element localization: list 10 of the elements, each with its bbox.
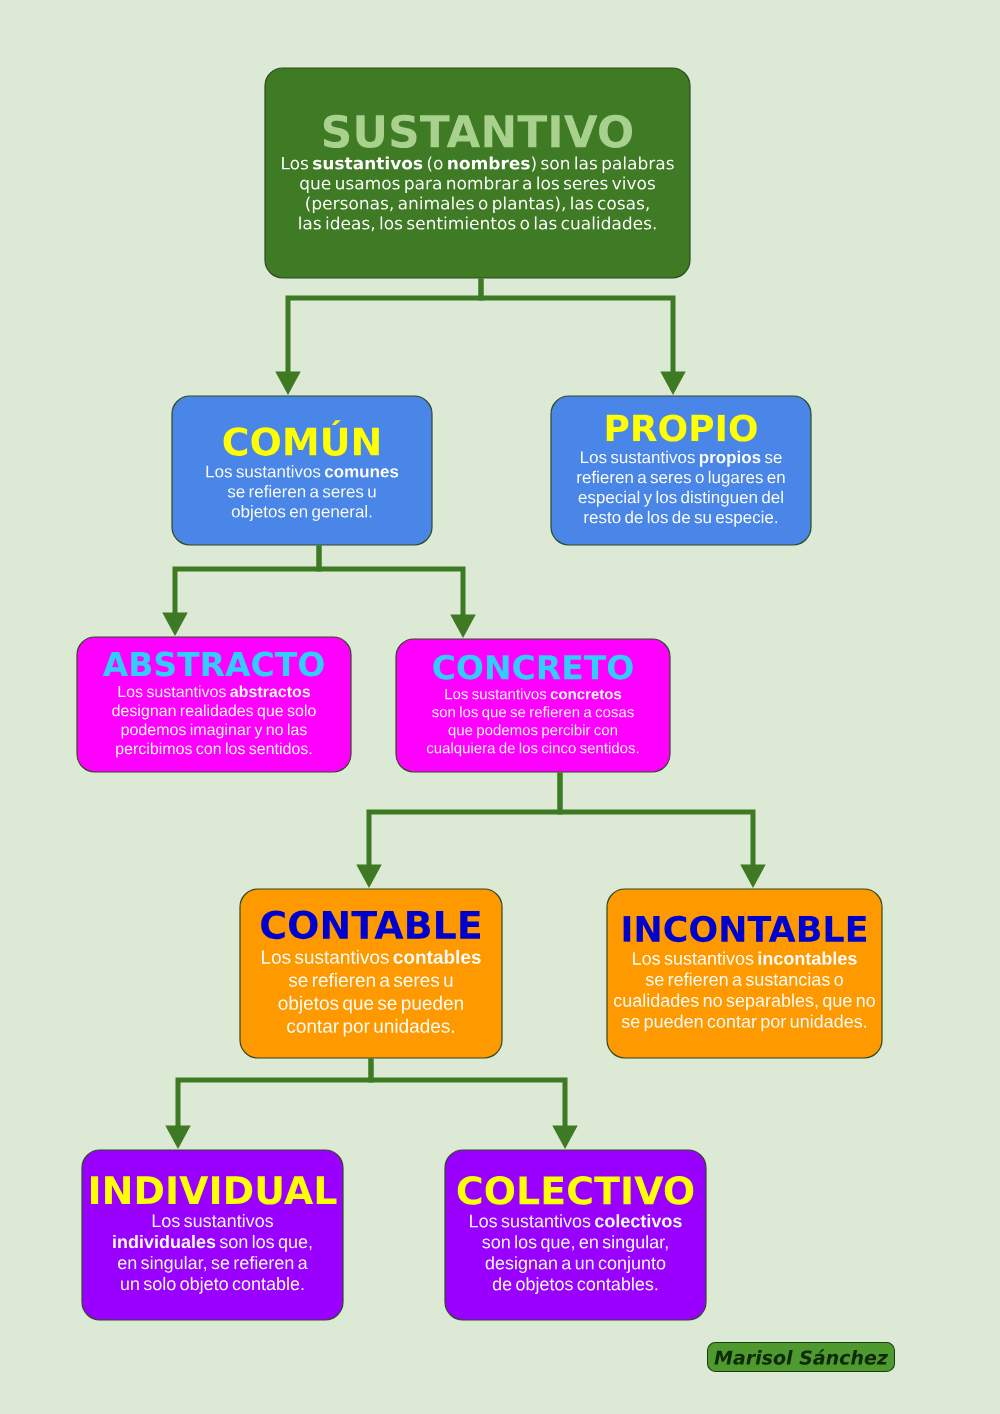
concept-box: CONTABLE Los sustantivos contables se refieren a seres u objetos que se pueden contar por unidades. [239, 888, 503, 1059]
concept-box: COLECTIVO Los sustantivos colectivos son los que, en singular, designan a un conjunto de objetos contables. [444, 1149, 707, 1321]
concept-box: PROPIO Los sustantivos propios se refieren a seres o lugares en especial y los distinguen del resto de los de su especie. [550, 395, 812, 546]
concept-box: SUSTANTIVO Los sustantivos (o nombres) son las palabras que usamos para nombrar a los seres vivos (personas, animales o plantas), las cosas, las ideas, los sentimientos o las cualidades. [264, 67, 691, 279]
concept-box: COMÚN Los sustantivos comunes se refieren a seres u objetos en general. [171, 395, 433, 546]
concept-box: INDIVIDUAL Los sustantivos individuales son los que, en singular, se refieren a un solo objeto contable. [81, 1149, 344, 1321]
concept-box: INCONTABLE Los sustantivos incontables se refieren a sustancias o cualidades no separables, que no se pueden contar por unidades. [606, 888, 883, 1059]
concept-box: CONCRETO Los sustantivos concretos son los que se refieren a cosas que podemos percibir con cualquiera de los cinco sentidos. [395, 638, 671, 773]
concept-box: ABSTRACTO Los sustantivos abstractos designan realidades que solo podemos imaginar y no las percibimos con los sentidos. [76, 636, 352, 773]
author-badge: Marisol Sánchez [707, 1342, 895, 1372]
